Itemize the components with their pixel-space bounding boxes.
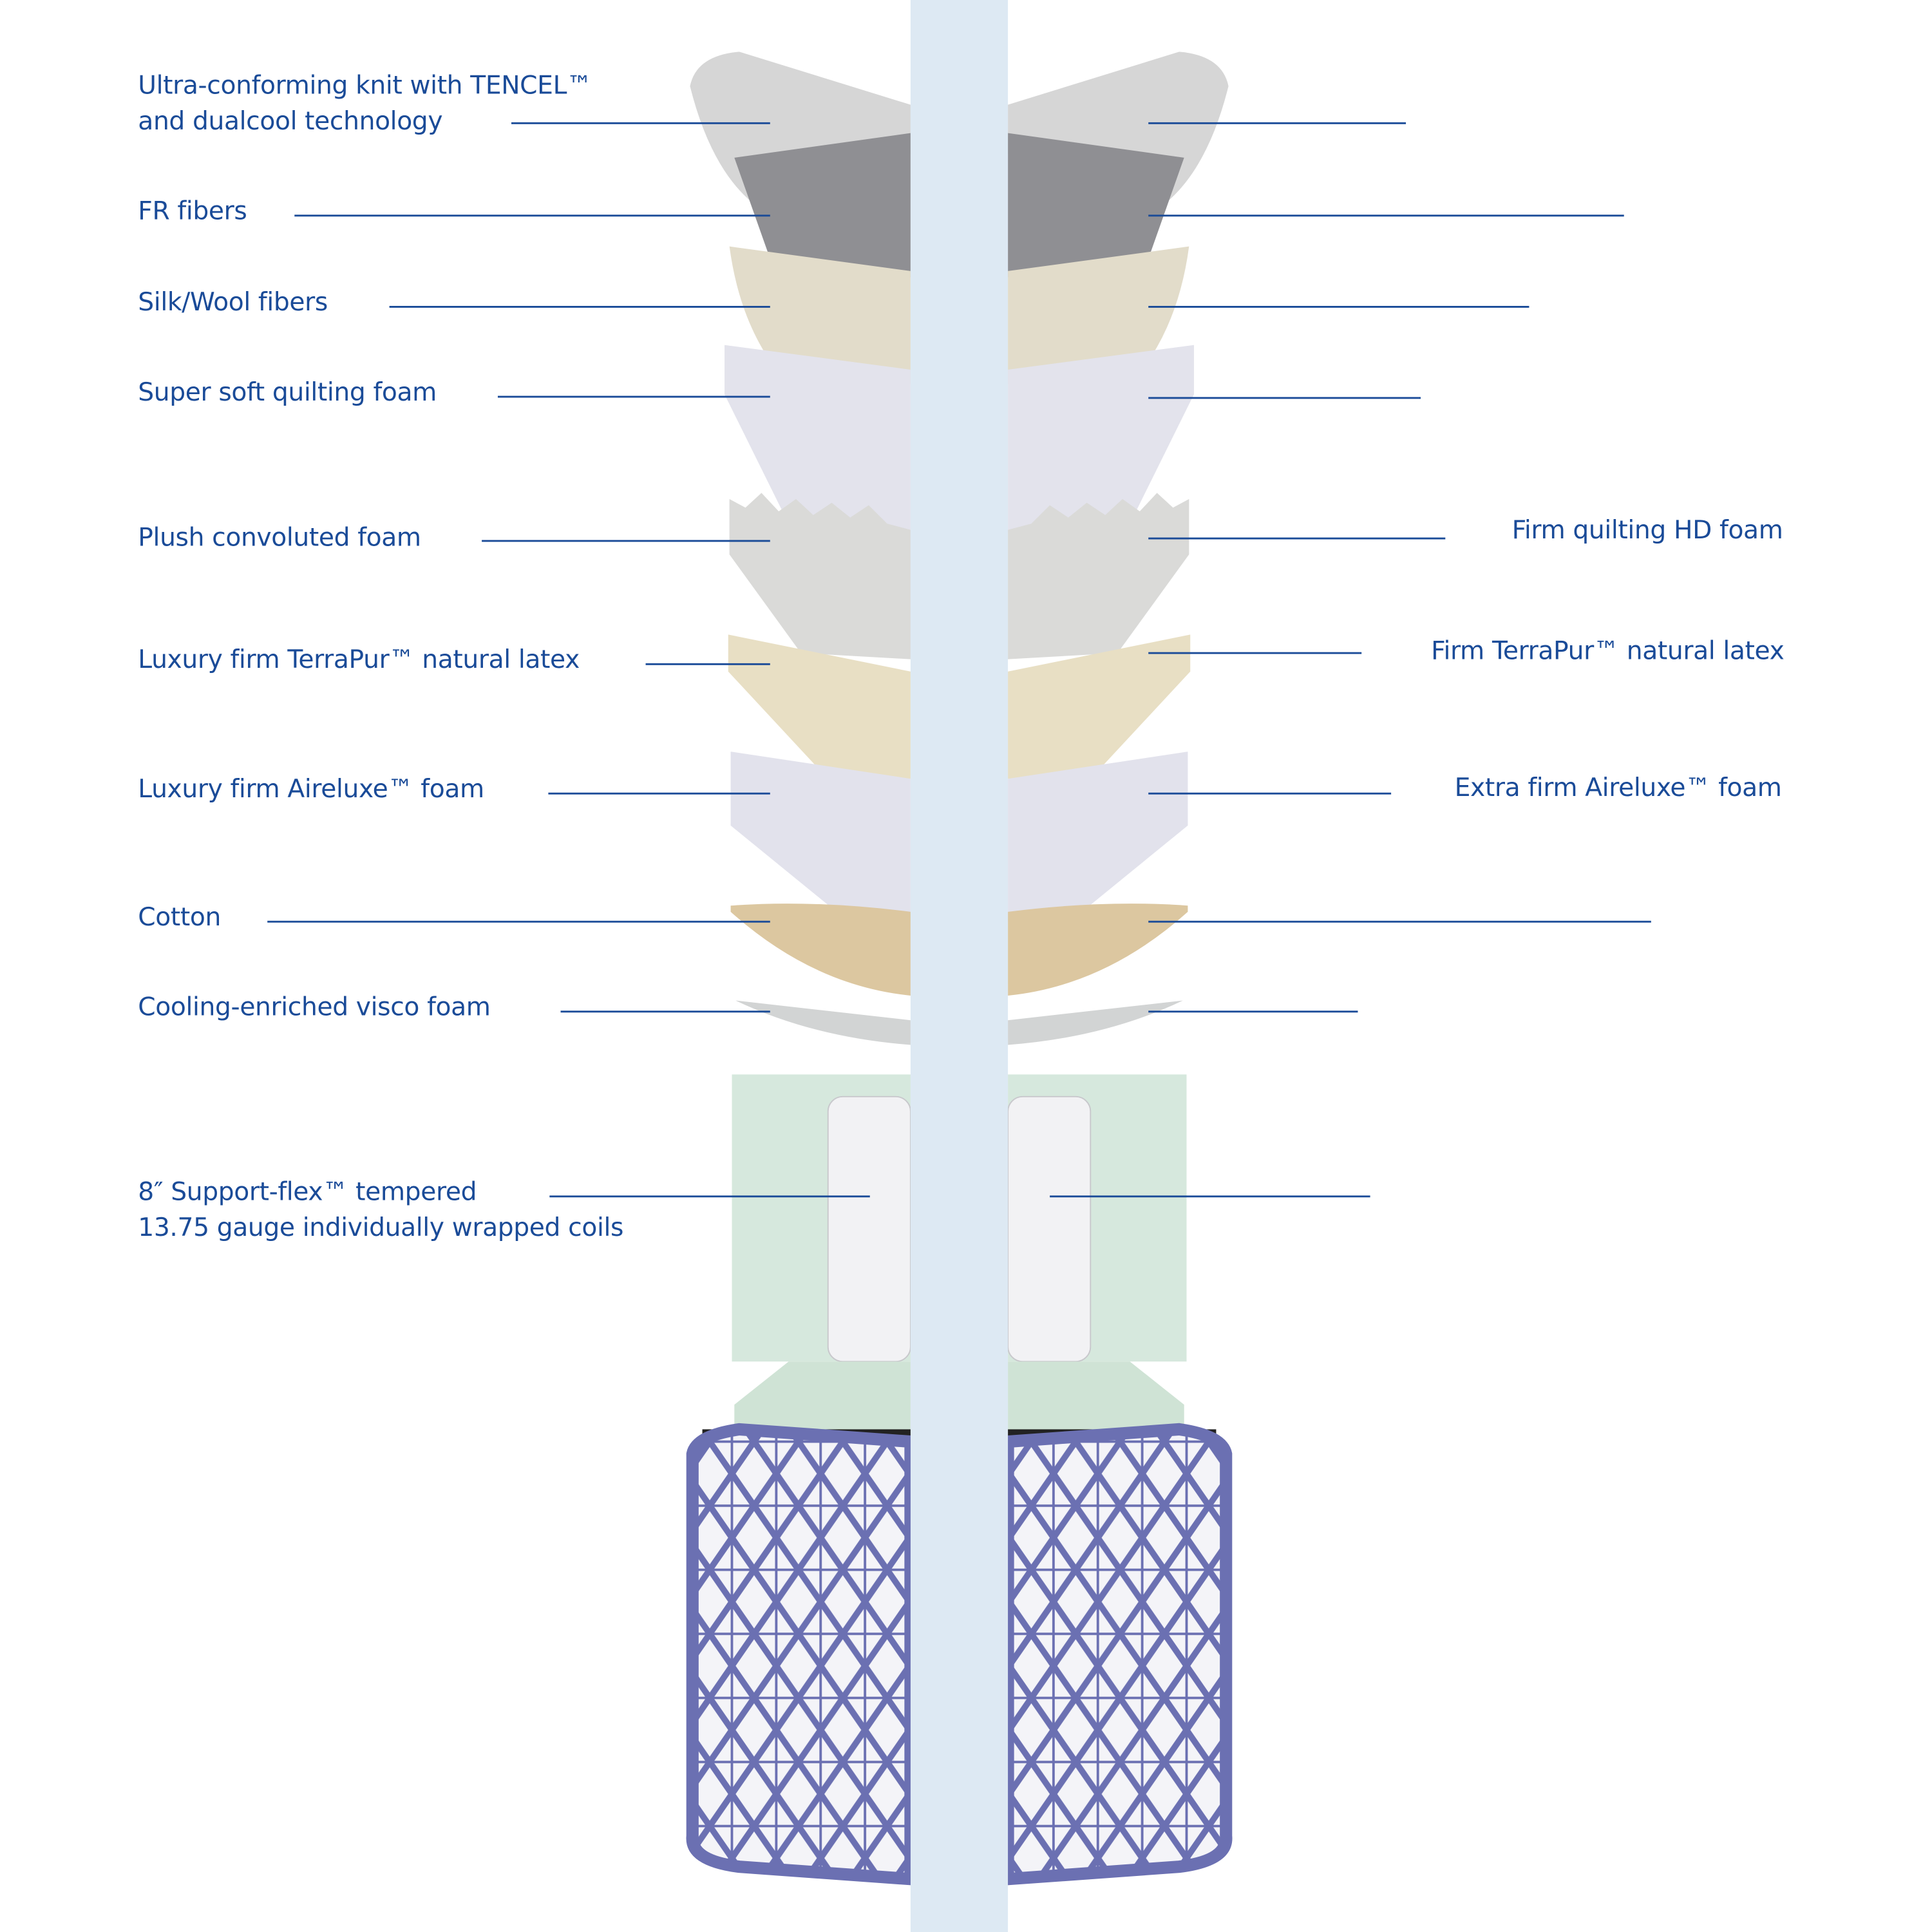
label-convoluted-foam: Plush convoluted foam	[138, 522, 421, 553]
label-aireluxe: Luxury firm Aireluxe™ foam	[138, 773, 484, 804]
label-line: and dualcool technology	[138, 106, 443, 136]
leader-lines	[267, 122, 1651, 1198]
label-latex: Luxury firm TerraPur™ natural latex	[138, 644, 580, 674]
label-silk-wool: Silk/Wool fibers	[138, 287, 328, 317]
center-band	[910, 0, 1009, 1932]
label-visco-foam: Cooling-enriched visco foam	[138, 992, 491, 1022]
label-line: Ultra-conforming knit with TENCEL™	[138, 70, 592, 100]
label-cotton: Cotton	[138, 902, 222, 932]
label-firm-quilting-hd-foam: Firm quilting HD foam	[1511, 515, 1783, 545]
label-coils: 8″ Support-flex™ tempered 13.75 gauge ind…	[138, 1174, 623, 1245]
label-knit: Ultra-conforming knit with TENCEL™ and du…	[138, 68, 592, 139]
label-line: 13.75 gauge individually wrapped coils	[138, 1212, 624, 1242]
label-fr-fibers: FR fibers	[138, 196, 247, 226]
label-extra-firm-aireluxe: Extra firm Aireluxe™ foam	[1454, 772, 1782, 802]
label-firm-latex: Firm TerraPur™ natural latex	[1431, 636, 1785, 666]
label-super-soft-foam: Super soft quilting foam	[138, 377, 437, 407]
label-line: 8″ Support-flex™ tempered	[138, 1177, 477, 1207]
